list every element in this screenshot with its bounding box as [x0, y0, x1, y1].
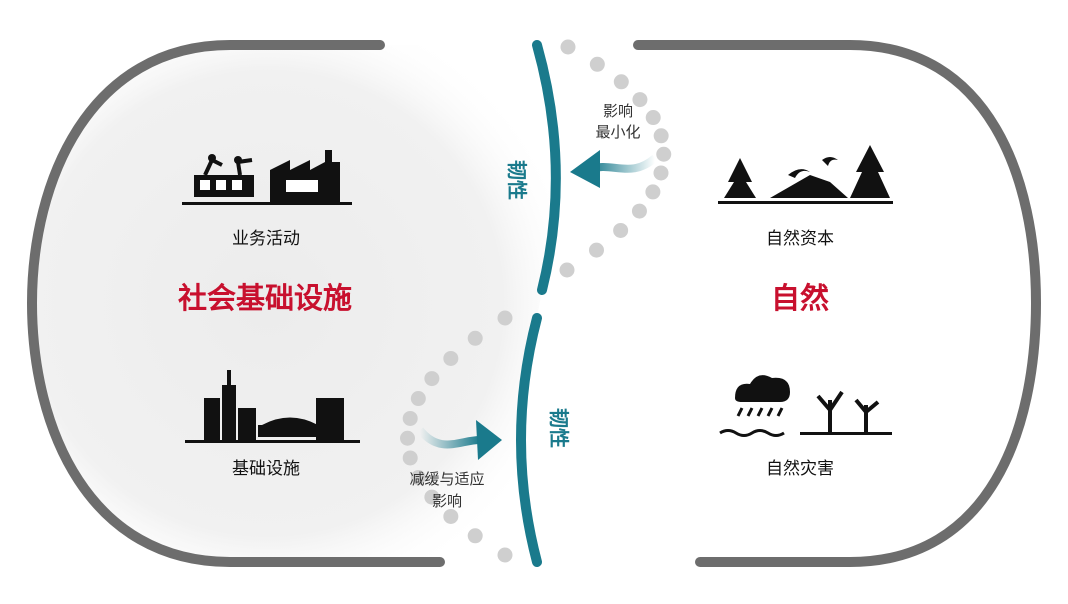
- impact-dot: [400, 430, 415, 446]
- impact-dot: [560, 39, 576, 55]
- right-outline: [633, 40, 1042, 567]
- business-activities-label: 业务活动: [232, 229, 300, 249]
- impact-dot: [589, 56, 605, 72]
- impact-dot: [410, 470, 426, 486]
- resilience-boundary-lower: [516, 313, 542, 567]
- impact-dot: [424, 371, 440, 387]
- natural-disasters-label: 自然灾害: [766, 459, 834, 479]
- impact-dots: [400, 39, 672, 563]
- mitigate-label-line1: 减缓与适应: [409, 470, 484, 488]
- impact-dot: [443, 350, 459, 366]
- impact-dot: [443, 508, 459, 524]
- impact-dot: [653, 128, 669, 144]
- resilience-label-upper: 韧性: [505, 160, 529, 200]
- factory-robot-icon: [182, 150, 352, 205]
- impact-dot: [631, 203, 647, 219]
- impact-dot: [645, 110, 661, 126]
- mitigate-impact-arrow: [416, 420, 502, 460]
- minimize-label-line1: 影响: [603, 102, 633, 120]
- impact-dot: [402, 450, 418, 466]
- impact-dot: [467, 528, 483, 544]
- mitigate-label-line2: 影响: [432, 492, 462, 510]
- impact-dot: [497, 547, 513, 563]
- resilience-boundary-upper: [532, 40, 561, 295]
- impact-dot: [653, 165, 669, 181]
- resilience-label-lower: 韧性: [547, 408, 571, 448]
- impact-dot: [588, 242, 604, 258]
- impact-dot: [613, 222, 629, 238]
- minimize-label-line2: 最小化: [595, 123, 640, 141]
- impact-dot: [402, 410, 418, 426]
- nature-title: 自然: [771, 281, 829, 315]
- impact-dot: [497, 310, 513, 326]
- impact-dot: [559, 262, 575, 278]
- impact-dot: [656, 146, 672, 162]
- impact-dot: [424, 489, 440, 505]
- impact-dot: [645, 184, 661, 200]
- trees-birds-mountain-icon: [718, 145, 893, 204]
- impact-dot: [467, 330, 483, 346]
- left-outline: [26, 40, 445, 567]
- natural-capital-label: 自然资本: [766, 229, 834, 249]
- city-skyline-train-icon: [185, 370, 360, 443]
- impact-dot: [613, 74, 629, 90]
- social-infrastructure-title: 社会基础设施: [178, 281, 352, 315]
- impact-dot: [410, 391, 426, 407]
- infrastructure-label: 基础设施: [232, 459, 300, 479]
- impact-dot: [632, 92, 648, 108]
- minimize-impact-arrow: [570, 150, 658, 188]
- storm-flood-dead-trees-icon: [719, 375, 892, 437]
